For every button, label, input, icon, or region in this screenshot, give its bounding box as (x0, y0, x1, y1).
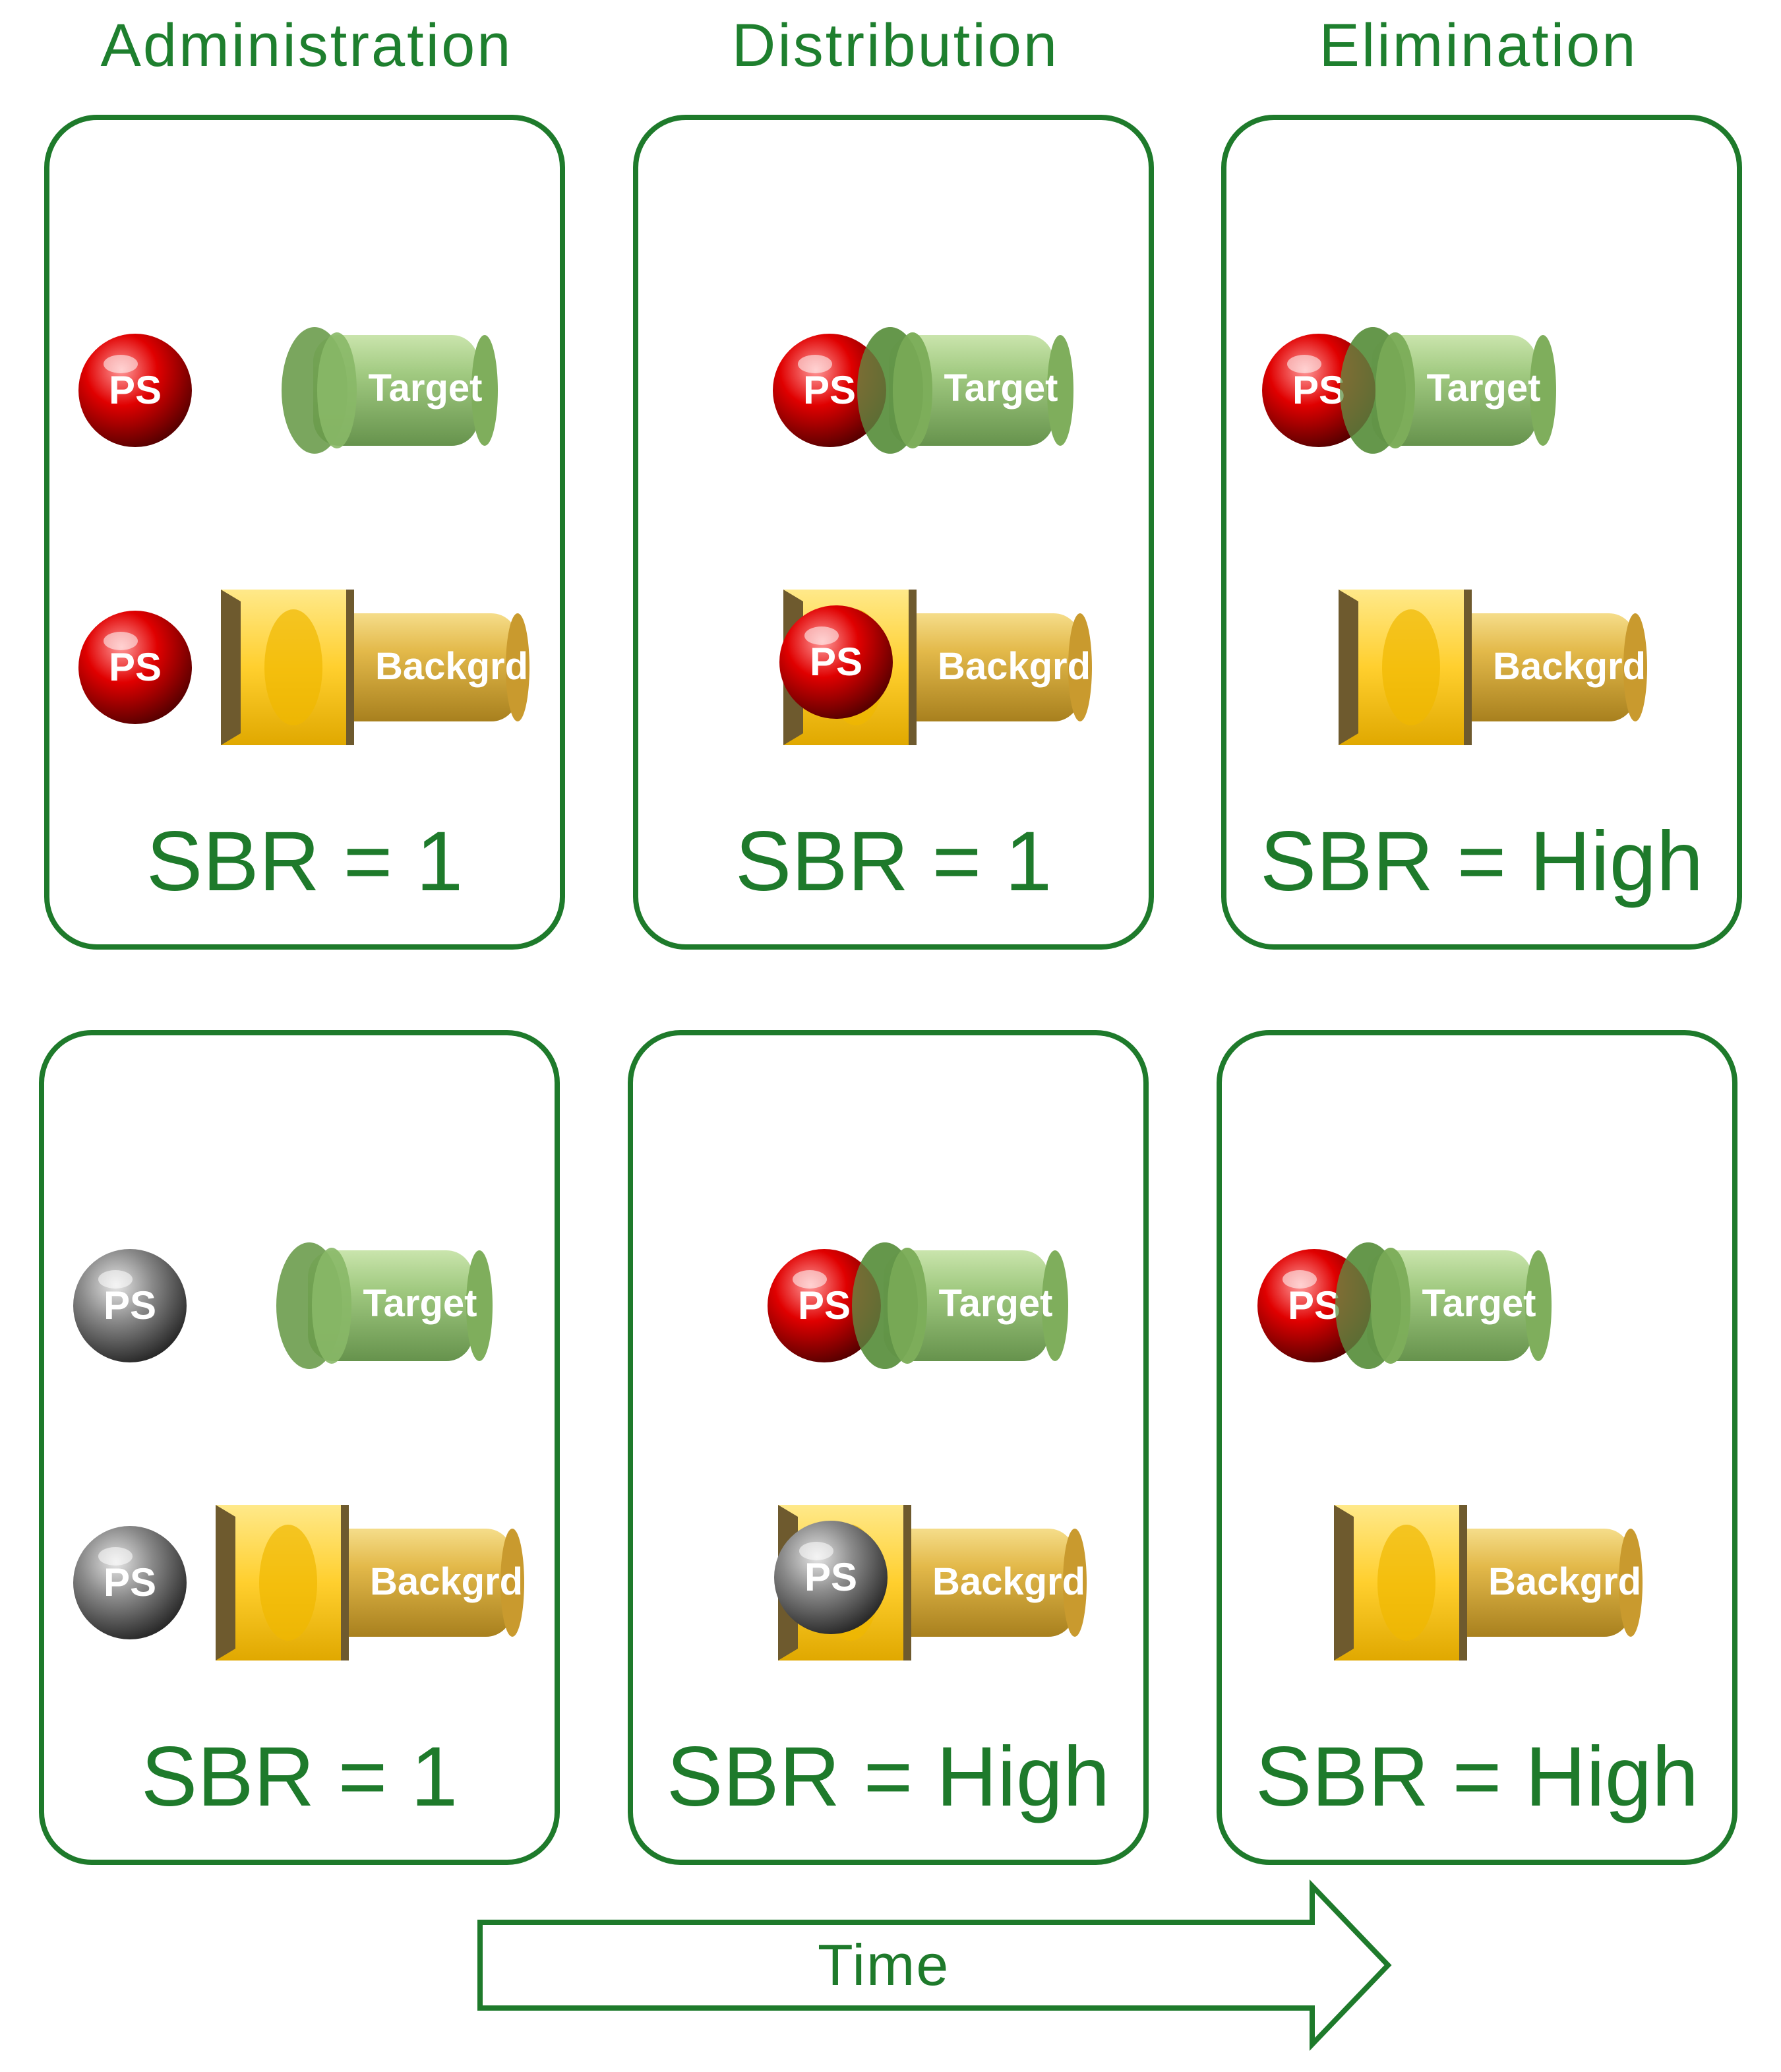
target-cap-overlay (857, 327, 932, 454)
sbr-label: SBR = 1 (140, 1730, 458, 1824)
target-cap-overlay (1335, 1242, 1410, 1369)
panel-scene: Target PS Backgrd (1262, 327, 1647, 745)
target-label: Target (939, 1282, 1053, 1325)
sbr-label: SBR = High (1255, 1730, 1699, 1824)
time-arrow (475, 1879, 1398, 2054)
sbr-label: SBR = High (1259, 814, 1704, 909)
background-tissue: Backgrd (216, 1505, 524, 1661)
ps-label: PS (803, 368, 856, 412)
backgrd-label: Backgrd (1488, 1560, 1641, 1603)
sbr-label: SBR = High (666, 1730, 1110, 1824)
target-cylinder: Target (276, 1242, 493, 1369)
target-cylinder: Target (282, 327, 498, 454)
ps-probe-gray-free: PS (73, 1526, 187, 1639)
ps-probe-red-in-background: PS (779, 605, 893, 719)
target-label: Target (1422, 1282, 1536, 1325)
column-title-administration: Administration (100, 12, 513, 79)
ps-label: PS (109, 368, 162, 412)
target-label: Target (1427, 367, 1541, 410)
ps-label: PS (104, 1560, 156, 1604)
column-title-distribution: Distribution (731, 12, 1060, 79)
ps-probe-red-bound: PS (768, 1249, 881, 1362)
ps-probe-gray-free: PS (73, 1249, 187, 1362)
background-tissue: Backgrd (1339, 590, 1647, 745)
ps-label: PS (798, 1283, 851, 1327)
target-label: Target (369, 367, 483, 410)
target-label: Target (944, 367, 1058, 410)
ps-label: PS (104, 1283, 156, 1327)
background-tissue: Backgrd (1334, 1505, 1643, 1661)
sbr-label: SBR = 1 (735, 814, 1052, 909)
ps-probe-gray-in-background: PS (774, 1521, 888, 1634)
column-title-elimination: Elimination (1319, 12, 1638, 79)
ps-label: PS (1292, 368, 1345, 412)
target-cap-overlay (852, 1242, 927, 1369)
backgrd-label: Backgrd (932, 1560, 1085, 1603)
target-label: Target (363, 1282, 477, 1325)
ps-probe-red-free: PS (78, 611, 192, 724)
panel-gray-elimination: Target PS Backgrd SBR = High (1217, 1030, 1737, 1865)
target-cap-overlay (1340, 327, 1415, 454)
panel-scene: Target PS Backgrd (1257, 1242, 1643, 1661)
ps-probe-red-free: PS (78, 334, 192, 447)
ps-probe-red-bound: PS (773, 334, 886, 447)
backgrd-label: Backgrd (370, 1560, 523, 1603)
panel-red-elimination: Target PS Backgrd SBR = High (1221, 115, 1742, 950)
ps-label: PS (804, 1555, 857, 1599)
ps-label: PS (109, 645, 162, 689)
ps-label: PS (1288, 1283, 1341, 1327)
backgrd-label: Backgrd (375, 645, 528, 688)
backgrd-label: Backgrd (938, 645, 1091, 688)
ps-label: PS (810, 640, 862, 684)
background-tissue: Backgrd (221, 590, 529, 745)
sbr-label: SBR = 1 (146, 814, 464, 909)
backgrd-label: Backgrd (1493, 645, 1646, 688)
time-label: Time (818, 1932, 950, 1997)
